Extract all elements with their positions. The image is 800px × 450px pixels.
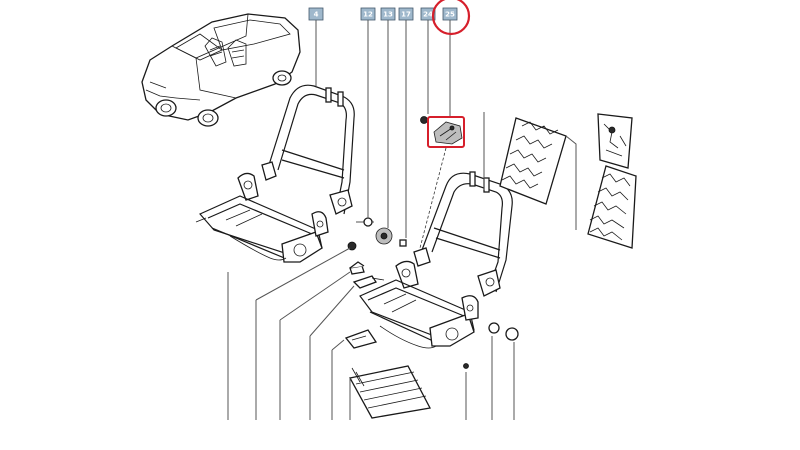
callout-24-label: 24 xyxy=(423,11,433,19)
callout-12-label: 12 xyxy=(363,11,373,19)
callout-4-label: 4 xyxy=(314,11,319,19)
callout-25-label: 25 xyxy=(445,11,455,19)
callout-13: 13 xyxy=(380,7,396,21)
part-25-highlight-box xyxy=(427,116,465,148)
callout-25-highlight-circle xyxy=(431,0,471,36)
callout-17: 17 xyxy=(398,7,414,21)
callout-13-label: 13 xyxy=(383,11,393,19)
callout-12: 12 xyxy=(360,7,376,21)
callout-24: 24 xyxy=(420,7,436,21)
callout-4: 4 xyxy=(308,7,324,21)
seatback-fragment xyxy=(597,113,633,169)
seat-slat-tray xyxy=(349,365,431,419)
leader-lines xyxy=(227,20,577,420)
callout-25: 25 xyxy=(442,7,458,21)
seat-spring-mat-lower xyxy=(587,165,637,249)
left-seat-frame xyxy=(195,84,355,263)
right-seat-frame xyxy=(359,171,513,349)
part-25-bracket xyxy=(433,121,463,145)
seat-spring-mat-upper xyxy=(499,117,567,205)
callout-17-label: 17 xyxy=(401,11,411,19)
car-illustration xyxy=(141,13,301,127)
